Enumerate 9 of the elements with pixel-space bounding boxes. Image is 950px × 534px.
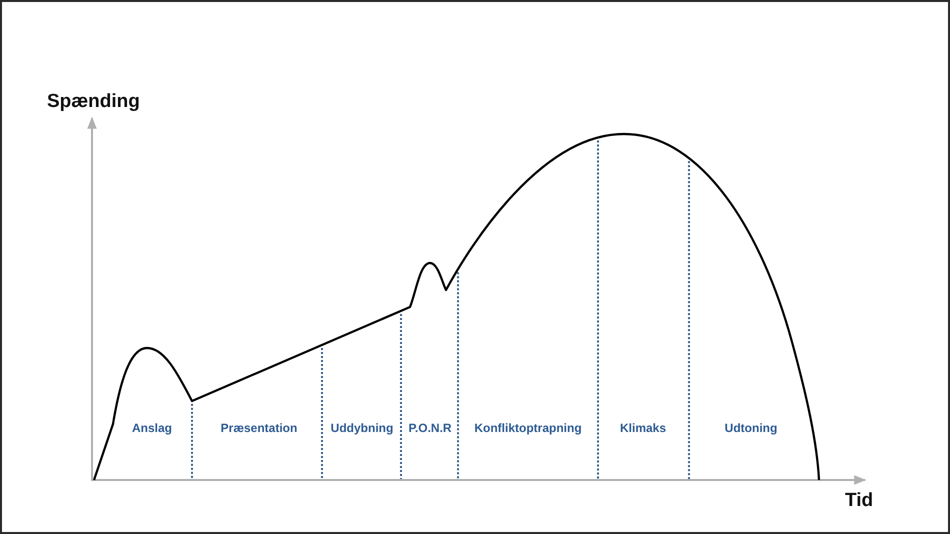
phase-label: P.O.N.R (408, 422, 452, 434)
phase-label: Klimaks (620, 422, 666, 434)
phase-label: Præsentation (220, 422, 298, 434)
axis-label: Spænding (47, 92, 140, 111)
phase-label: Udtoning (724, 422, 778, 434)
phase-label: Anslag (132, 422, 172, 434)
axis-label: Tid (845, 491, 874, 510)
phase-label: Uddybning (330, 422, 394, 434)
phase-label: Konfliktoptrapning (474, 422, 582, 434)
